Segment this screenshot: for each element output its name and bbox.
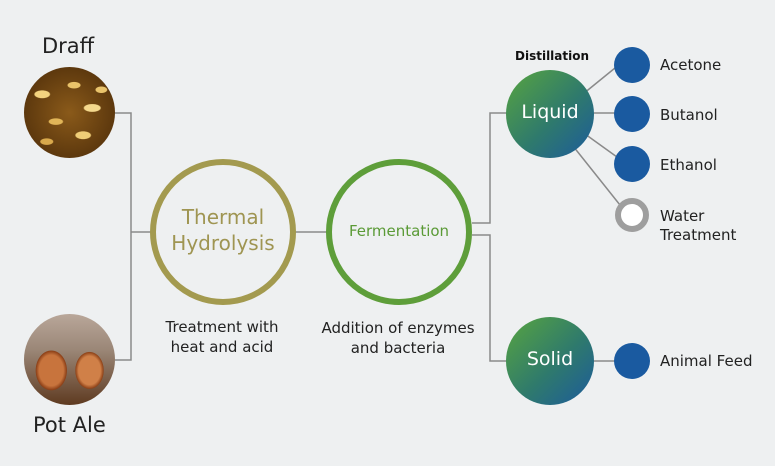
draff-photo bbox=[24, 67, 115, 158]
fermentation-ring bbox=[326, 159, 472, 305]
thermal-hydrolysis-ring bbox=[150, 159, 296, 305]
ethanol-label: Ethanol bbox=[660, 156, 717, 174]
fermentation-caption-line2: and bacteria bbox=[350, 339, 446, 357]
thermal-line1: Thermal bbox=[181, 205, 265, 229]
water-line1: Water bbox=[660, 207, 705, 225]
draff-label: Draff bbox=[42, 34, 95, 58]
fermentation-title: Fermentation bbox=[348, 222, 450, 240]
acetone-dot bbox=[614, 47, 650, 83]
water-treatment-label: Water Treatment bbox=[660, 207, 736, 245]
butanol-dot bbox=[614, 96, 650, 132]
butanol-label: Butanol bbox=[660, 106, 718, 124]
pot-ale-label: Pot Ale bbox=[33, 413, 106, 437]
water-line2: Treatment bbox=[660, 226, 737, 244]
liquid-label: Liquid bbox=[521, 101, 579, 123]
pot-ale-photo bbox=[24, 314, 115, 405]
liquid-to-acetone-line bbox=[582, 67, 616, 95]
solid-label: Solid bbox=[526, 348, 574, 370]
ethanol-dot bbox=[614, 146, 650, 182]
thermal-caption: Treatment with heat and acid bbox=[152, 317, 292, 357]
thermal-caption-line2: heat and acid bbox=[170, 338, 274, 356]
liquid-to-water-line bbox=[572, 145, 621, 206]
animal-feed-dot bbox=[614, 343, 650, 379]
liquid-to-ethanol-line bbox=[584, 133, 618, 158]
fermentation-caption: Addition of enzymes and bacteria bbox=[310, 318, 486, 358]
animal-feed-label: Animal Feed bbox=[660, 352, 753, 370]
acetone-label: Acetone bbox=[660, 56, 722, 74]
water-treatment-ring bbox=[615, 198, 649, 232]
thermal-line2: Hydrolysis bbox=[171, 231, 275, 255]
thermal-caption-line1: Treatment with bbox=[165, 318, 279, 336]
input-bracket-line bbox=[115, 112, 132, 361]
fermentation-to-liquid-line bbox=[472, 112, 507, 224]
liquid-circle bbox=[506, 70, 594, 158]
thermal-hydrolysis-title: Thermal Hydrolysis bbox=[153, 204, 293, 256]
distillation-label: Distillation bbox=[515, 49, 590, 63]
fermentation-caption-line1: Addition of enzymes bbox=[321, 319, 475, 337]
fermentation-to-solid-line bbox=[472, 234, 507, 362]
solid-circle bbox=[506, 317, 594, 405]
